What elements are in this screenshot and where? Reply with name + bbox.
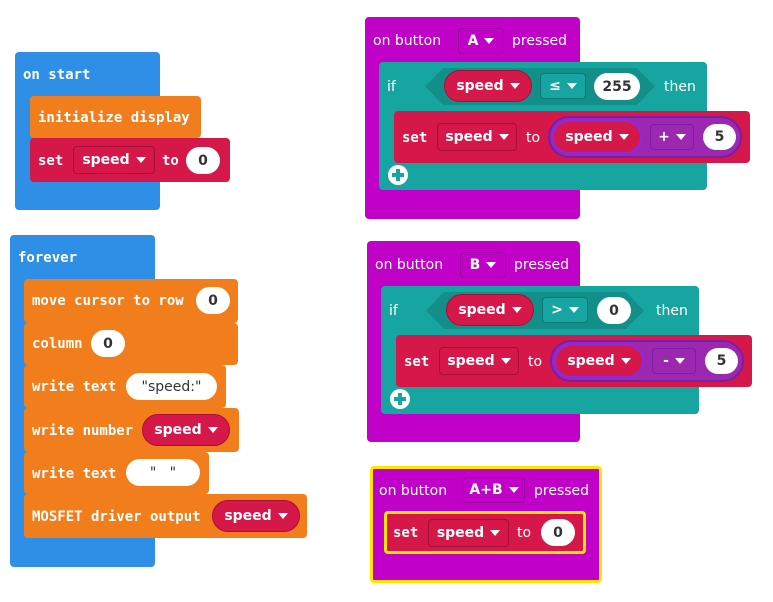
expr-value-input-a[interactable]: 5 <box>703 124 736 150</box>
set-label: set <box>38 153 64 169</box>
chevron-down-icon <box>568 307 579 313</box>
to-label: to <box>162 153 179 169</box>
chevron-down-icon <box>508 487 519 493</box>
if-label-b: if <box>389 303 398 319</box>
on-button-b-label: on button <box>375 257 444 273</box>
operator-b-value: > <box>551 302 563 318</box>
expr-value-input-b[interactable]: 5 <box>705 348 738 374</box>
button-a-dropdown[interactable]: A <box>458 28 504 54</box>
chevron-down-icon <box>207 427 218 433</box>
row-value-input[interactable]: 0 <box>196 287 230 314</box>
write-text-label-1: write text <box>32 379 117 395</box>
set-speed-label-b: speed <box>447 353 495 369</box>
set-speed-dropdown-a[interactable]: speed <box>437 123 517 151</box>
on-start-label: on start <box>23 67 91 83</box>
expr-speed-reporter-b[interactable]: speed <box>554 344 644 378</box>
button-a-value: A <box>467 33 479 49</box>
chevron-down-icon <box>277 513 288 519</box>
write-text-label-2: write text <box>32 466 117 482</box>
chevron-down-icon <box>674 358 685 364</box>
write-number-speed-label: speed <box>154 422 202 438</box>
chevron-down-icon <box>484 38 495 44</box>
operator-a-value: ≤ <box>549 78 561 94</box>
on-button-ab-label: on button <box>379 483 448 499</box>
if-label-a: if <box>387 79 396 95</box>
write-number-label: write number <box>32 423 134 439</box>
set-label-ab: set <box>393 525 419 541</box>
chevron-down-icon <box>675 134 686 140</box>
set-label-b: set <box>404 354 430 370</box>
then-label-b: then <box>656 303 688 319</box>
write-number-speed-reporter[interactable]: speed <box>142 414 230 446</box>
pressed-b-label: pressed <box>514 257 570 273</box>
operator-dropdown-b[interactable]: > <box>542 297 588 323</box>
add-else-plus-icon-a[interactable] <box>388 165 408 185</box>
condition-value-input-b[interactable]: 0 <box>597 297 631 324</box>
expr-speed-reporter-a[interactable]: speed <box>552 120 642 154</box>
chevron-down-icon <box>490 530 501 536</box>
pressed-a-label: pressed <box>512 33 568 49</box>
operator-dropdown-a[interactable]: ≤ <box>540 73 586 99</box>
speed-variable-label: speed <box>82 152 130 168</box>
expr-speed-label-a: speed <box>565 129 613 145</box>
chevron-down-icon <box>566 83 577 89</box>
move-cursor-label: move cursor to row <box>32 293 184 309</box>
text-input-1[interactable]: "speed:" <box>126 373 217 400</box>
set-label-a: set <box>402 130 428 146</box>
button-b-value: B <box>469 257 481 273</box>
chevron-down-icon <box>500 358 511 364</box>
to-label-b: to <box>528 354 543 370</box>
column-value-input[interactable]: 0 <box>91 330 125 357</box>
set-speed-dropdown-b[interactable]: speed <box>439 347 519 375</box>
mosfet-speed-reporter[interactable]: speed <box>212 500 300 532</box>
condition-speed-label-a: speed <box>456 78 504 94</box>
button-ab-value: A+B <box>469 482 503 498</box>
initialize-display-label: initialize display <box>38 110 190 126</box>
set-speed-label-a: speed <box>445 129 493 145</box>
mosfet-label: MOSFET driver output <box>32 509 201 525</box>
condition-speed-reporter-a[interactable]: speed <box>444 70 532 102</box>
chevron-down-icon <box>511 307 522 313</box>
chevron-down-icon <box>498 134 509 140</box>
condition-speed-reporter-b[interactable]: speed <box>446 294 534 326</box>
speed-variable-dropdown[interactable]: speed <box>73 146 155 174</box>
math-operator-b-value: - <box>663 353 669 369</box>
initialize-display-block[interactable] <box>30 96 201 138</box>
pressed-ab-label: pressed <box>534 483 590 499</box>
start-value-input[interactable]: 0 <box>186 147 220 174</box>
on-button-a-label: on button <box>373 33 442 49</box>
to-label-ab: to <box>517 525 532 541</box>
condition-speed-label-b: speed <box>458 302 506 318</box>
text-input-2[interactable]: " " <box>126 459 200 486</box>
mosfet-speed-label: speed <box>224 508 272 524</box>
then-label-a: then <box>664 79 696 95</box>
math-operator-dropdown-a[interactable]: + <box>650 124 694 150</box>
ab-value-input[interactable]: 0 <box>541 519 575 546</box>
column-label: column <box>32 336 83 352</box>
chevron-down-icon <box>135 157 146 163</box>
column-block[interactable] <box>24 323 238 365</box>
set-speed-label-ab: speed <box>436 525 485 541</box>
add-else-plus-icon-b[interactable] <box>390 389 410 409</box>
chevron-down-icon <box>486 262 497 268</box>
chevron-down-icon <box>618 134 629 140</box>
forever-label: forever <box>18 250 78 266</box>
math-operator-a-value: + <box>658 129 670 145</box>
chevron-down-icon <box>509 83 520 89</box>
button-b-dropdown[interactable]: B <box>460 252 506 278</box>
to-label-a: to <box>526 130 541 146</box>
expr-speed-label-b: speed <box>567 353 615 369</box>
chevron-down-icon <box>620 358 631 364</box>
button-ab-dropdown[interactable]: A+B <box>463 477 525 503</box>
condition-value-input-a[interactable]: 255 <box>594 73 640 100</box>
math-operator-dropdown-b[interactable]: - <box>652 348 696 374</box>
set-speed-dropdown-ab[interactable]: speed <box>428 519 509 547</box>
